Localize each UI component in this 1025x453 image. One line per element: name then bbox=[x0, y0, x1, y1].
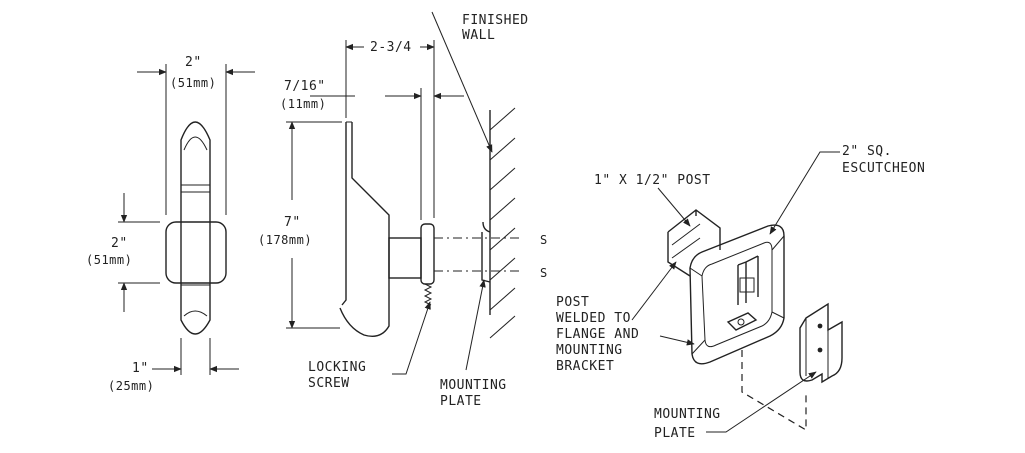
front-width-mm: (51mm) bbox=[170, 76, 216, 90]
finished-wall-label-2: WALL bbox=[462, 28, 495, 43]
post-side bbox=[388, 237, 422, 279]
s-mark-upper: S bbox=[540, 233, 548, 247]
iso-view: 1" X 1/2" POST 2" SQ. ESCUTCHEON POST WE… bbox=[556, 144, 925, 441]
escutcheon-side bbox=[420, 223, 435, 285]
iso-mounting-plate-label-2: PLATE bbox=[654, 426, 696, 441]
escutcheon-label-2: ESCUTCHEON bbox=[842, 161, 925, 176]
iso-mounting-plate-label-1: MOUNTING bbox=[654, 407, 721, 422]
side-view: S S 2-3/4 7/16" (11mm) 7" (178mm) FINISH… bbox=[258, 11, 548, 409]
iso-post bbox=[667, 209, 721, 277]
escutcheon-label-1: 2" SQ. bbox=[842, 144, 892, 159]
side-offset-label: 7/16" bbox=[284, 79, 326, 94]
locking-screw-label-2: SCREW bbox=[308, 376, 350, 391]
wall-hatch bbox=[489, 107, 516, 339]
iso-mounting-plate bbox=[799, 302, 843, 384]
locking-screw-label-1: LOCKING bbox=[308, 360, 366, 375]
front-height-label: 2" bbox=[111, 236, 128, 251]
hook-front-body bbox=[180, 121, 211, 335]
side-length-mm: (178mm) bbox=[258, 233, 312, 247]
front-height-mm: (51mm) bbox=[86, 253, 132, 267]
front-post-mm: (25mm) bbox=[108, 379, 154, 393]
s-mark-lower: S bbox=[540, 266, 548, 280]
mounting-plate-side bbox=[481, 221, 491, 283]
iso-escutcheon bbox=[689, 224, 785, 365]
iso-post-label: 1" X 1/2" POST bbox=[594, 173, 711, 188]
escutcheon-front bbox=[165, 221, 227, 284]
locking-screw-icon bbox=[423, 283, 433, 306]
side-depth-label: 2-3/4 bbox=[370, 40, 412, 55]
side-offset-mm: (11mm) bbox=[280, 97, 326, 111]
finished-wall-label-1: FINISHED bbox=[462, 13, 529, 28]
post-welded-label-1: POST bbox=[556, 295, 589, 310]
post-welded-label-5: BRACKET bbox=[556, 359, 614, 374]
post-welded-label-4: MOUNTING bbox=[556, 343, 623, 358]
front-post-label: 1" bbox=[132, 361, 149, 376]
side-mounting-plate-label-1: MOUNTING bbox=[440, 378, 507, 393]
side-mounting-plate-label-2: PLATE bbox=[440, 394, 482, 409]
side-length-label: 7" bbox=[284, 215, 301, 230]
post-welded-label-2: WELDED TO bbox=[556, 311, 631, 326]
hook-side-profile bbox=[341, 122, 347, 306]
front-width-label: 2" bbox=[185, 55, 202, 70]
post-welded-label-3: FLANGE AND bbox=[556, 327, 639, 342]
front-view: 2" (51mm) 2" (51mm) 1" (25mm) bbox=[86, 55, 255, 393]
